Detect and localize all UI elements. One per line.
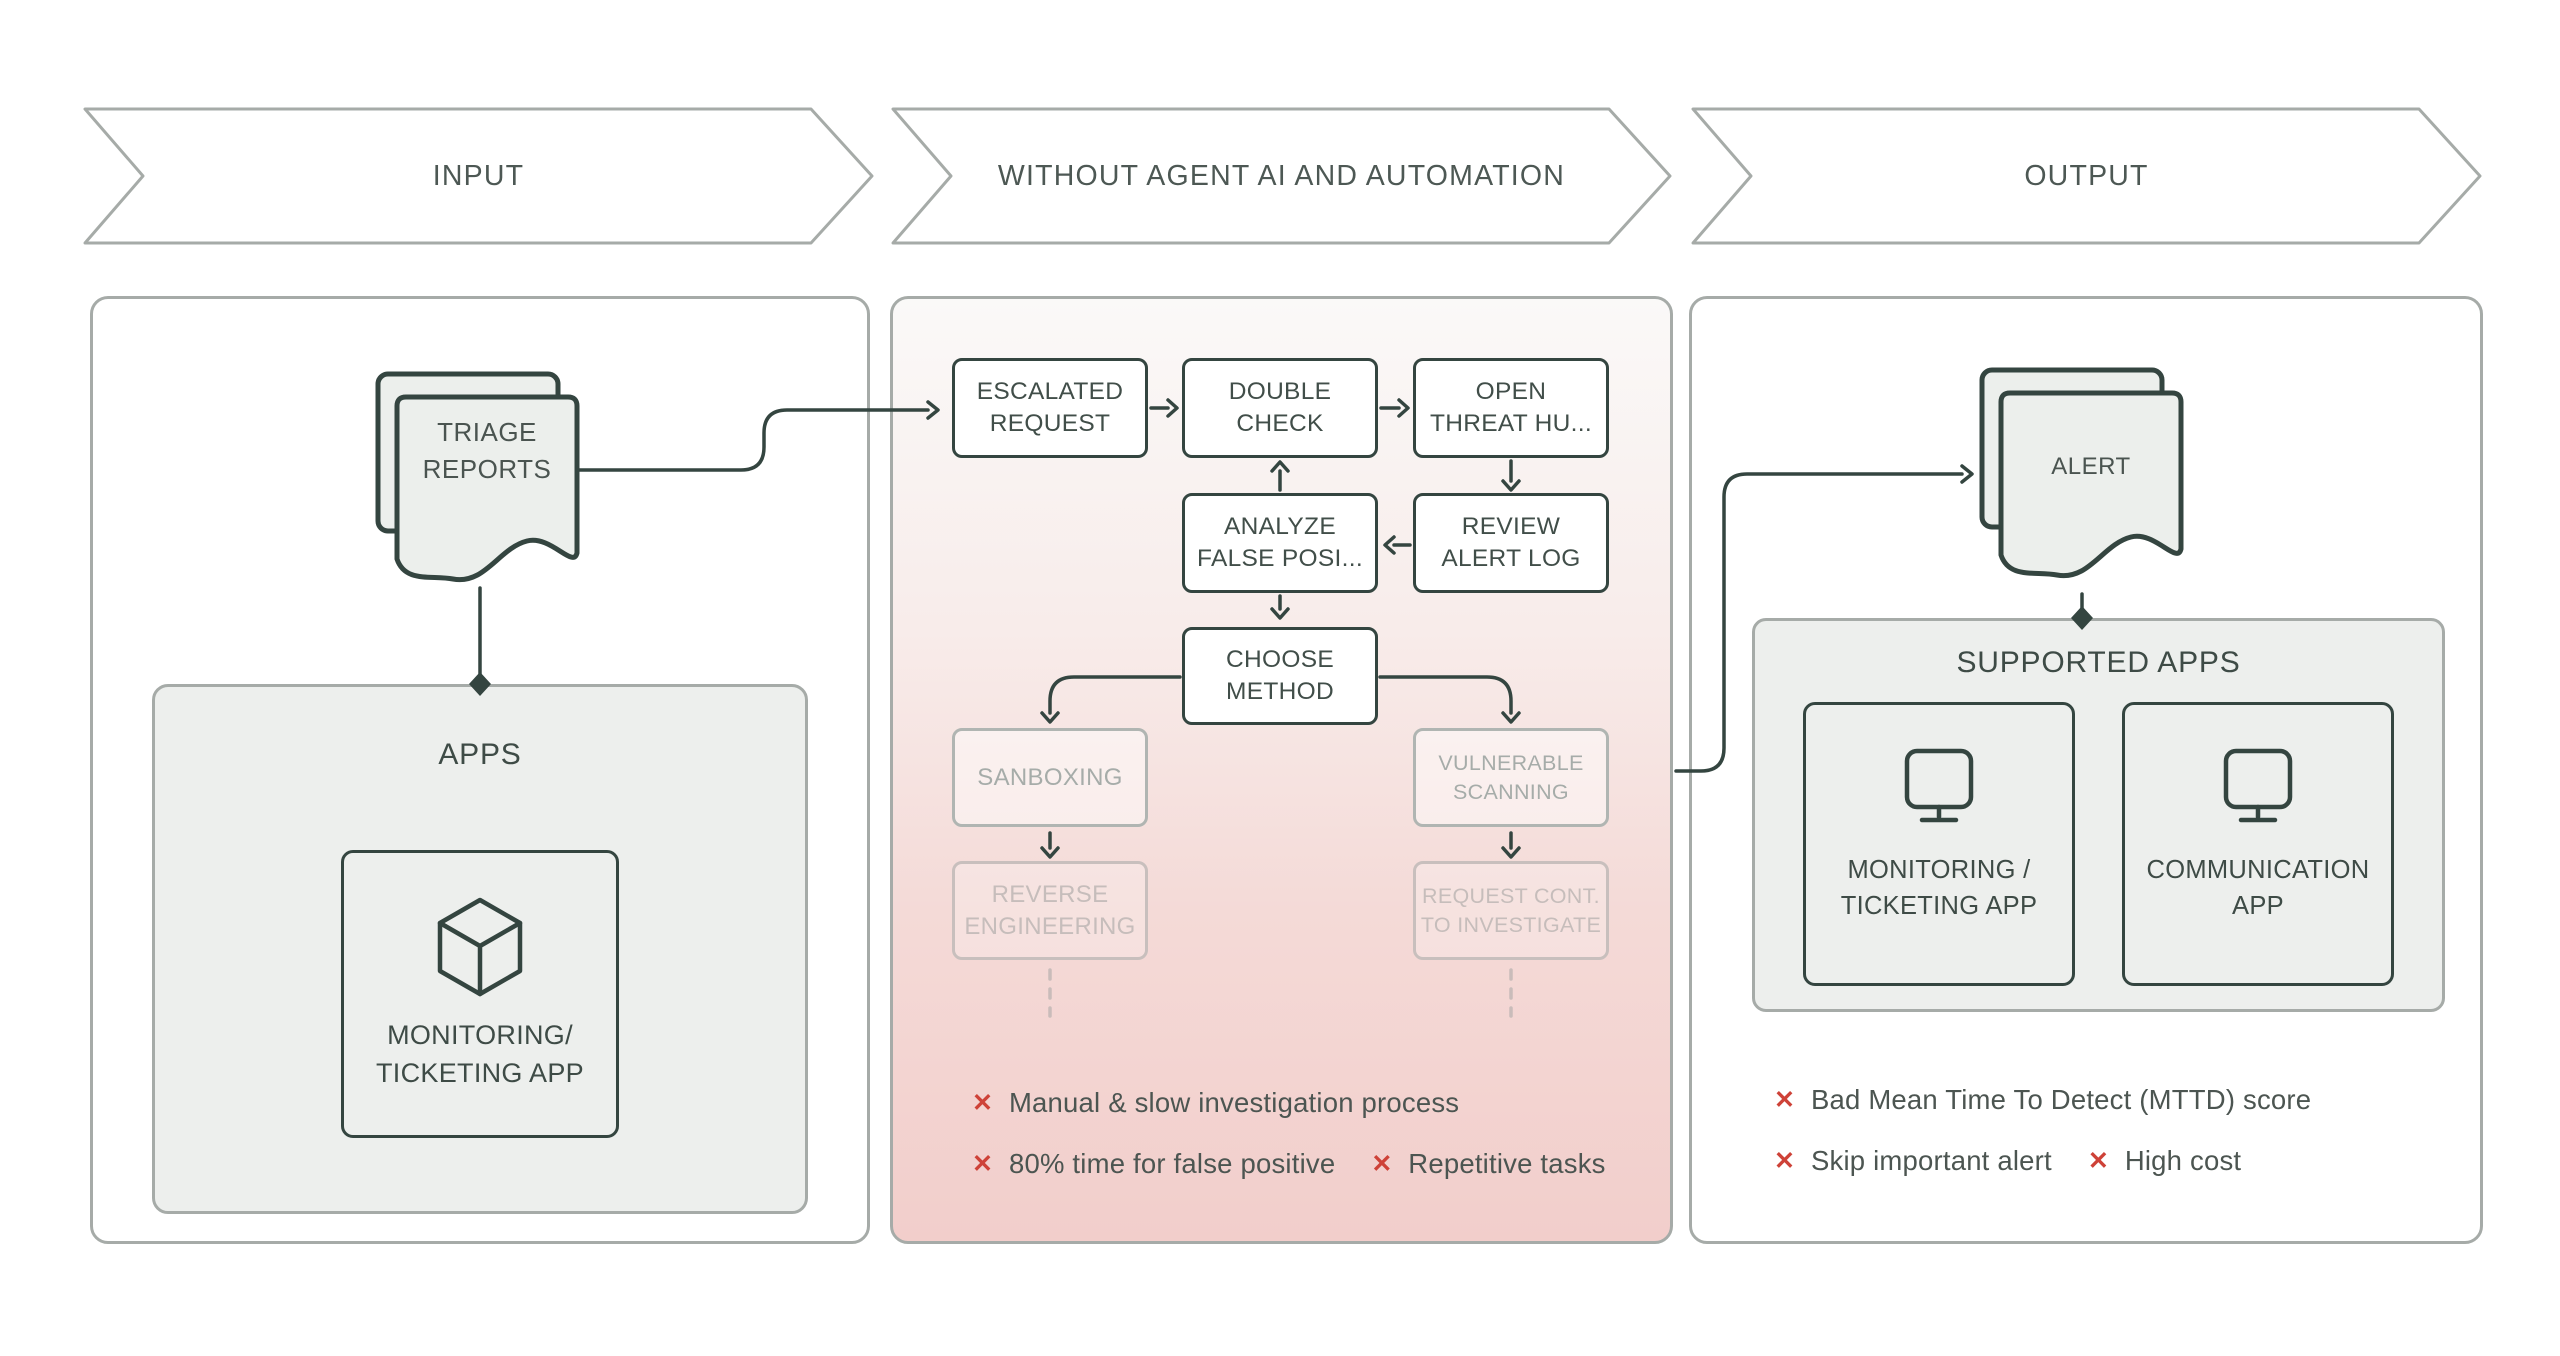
supported-app-monitoring-box bbox=[1803, 702, 2075, 986]
monitor-icon bbox=[1904, 748, 1974, 823]
monitor-icon bbox=[2223, 748, 2293, 823]
apps-title: APPS bbox=[438, 738, 522, 771]
issue-item: ✕ High cost bbox=[2088, 1145, 2241, 1177]
issue-label: Repetitive tasks bbox=[1408, 1148, 1606, 1179]
flow-box-choose-method: CHOOSE METHOD bbox=[1182, 627, 1378, 725]
issue-item: ✕ Bad Mean Time To Detect (MTTD) score bbox=[1774, 1084, 2311, 1116]
flow-box-double-check: DOUBLE CHECK bbox=[1182, 358, 1378, 458]
flow-box-request-cont-investigate: REQUEST CONT. TO INVESTIGATE bbox=[1413, 861, 1609, 960]
triage-reports-label: TRIAGE REPORTS bbox=[422, 417, 552, 484]
flow-box-vulnerable-scanning: VULNERABLE SCANNING bbox=[1413, 728, 1609, 827]
process-banner-label: WITHOUT AGENT AI AND AUTOMATION bbox=[997, 159, 1566, 192]
issue-label: Bad Mean Time To Detect (MTTD) score bbox=[1810, 1084, 2312, 1115]
supported-app-communication-box bbox=[2122, 702, 2394, 986]
input-banner-label: INPUT bbox=[432, 159, 525, 192]
supported-apps-title: SUPPORTED APPS bbox=[1956, 646, 2241, 679]
x-icon: ✕ bbox=[1774, 1085, 1795, 1114]
issue-label: 80% time for false positive bbox=[1008, 1148, 1336, 1179]
supported-app-monitoring-label: MONITORING / TICKETING APP bbox=[1840, 856, 2038, 921]
issue-item: ✕ Skip important alert bbox=[1774, 1145, 2052, 1177]
triage-reports-document-icon bbox=[375, 371, 580, 583]
output-banner-label: OUTPUT bbox=[2024, 159, 2149, 192]
flow-box-escalated-request: ESCALATED REQUEST bbox=[952, 358, 1148, 458]
x-icon: ✕ bbox=[1774, 1146, 1795, 1175]
alert-document-icon bbox=[1979, 367, 2184, 579]
cube-icon bbox=[437, 897, 523, 997]
x-icon: ✕ bbox=[972, 1149, 993, 1178]
flow-box-analyze-false-positive: ANALYZE FALSE POSI... bbox=[1182, 493, 1378, 593]
issue-label: Skip important alert bbox=[1810, 1145, 2052, 1176]
x-icon: ✕ bbox=[972, 1088, 993, 1117]
issue-item: ✕ 80% time for false positive bbox=[972, 1148, 1335, 1180]
flow-box-reverse-engineering: REVERSE ENGINEERING bbox=[952, 861, 1148, 960]
flow-box-review-alert-log: REVIEW ALERT LOG bbox=[1413, 493, 1609, 593]
issue-item: ✕ Manual & slow investigation process bbox=[972, 1087, 1459, 1119]
output-banner-shape bbox=[1691, 107, 2482, 245]
process-banner-shape bbox=[891, 107, 1672, 245]
issue-label: Manual & slow investigation process bbox=[1008, 1087, 1460, 1118]
issue-item: ✕ Repetitive tasks bbox=[1371, 1148, 1605, 1180]
flow-box-open-threat-hunting: OPEN THREAT HU... bbox=[1413, 358, 1609, 458]
alert-label: ALERT bbox=[2051, 453, 2131, 480]
process-issue-row-1: ✕ Manual & slow investigation process bbox=[972, 1087, 1459, 1119]
flow-box-sandboxing: SANBOXING bbox=[952, 728, 1148, 827]
output-issue-row-1: ✕ Bad Mean Time To Detect (MTTD) score bbox=[1774, 1084, 2311, 1116]
x-icon: ✕ bbox=[1371, 1149, 1393, 1178]
output-issue-row-2: ✕ Skip important alert ✕ High cost bbox=[1774, 1145, 2241, 1177]
supported-app-communication-label: COMMUNICATION APP bbox=[2146, 856, 2370, 921]
monitoring-ticketing-app-label: MONITORING/ TICKETING APP bbox=[376, 1020, 584, 1089]
input-banner-shape bbox=[83, 107, 874, 245]
process-issue-row-2: ✕ 80% time for false positive ✕ Repetiti… bbox=[972, 1148, 1606, 1180]
issue-label: High cost bbox=[2124, 1145, 2242, 1176]
x-icon: ✕ bbox=[2087, 1146, 2109, 1175]
